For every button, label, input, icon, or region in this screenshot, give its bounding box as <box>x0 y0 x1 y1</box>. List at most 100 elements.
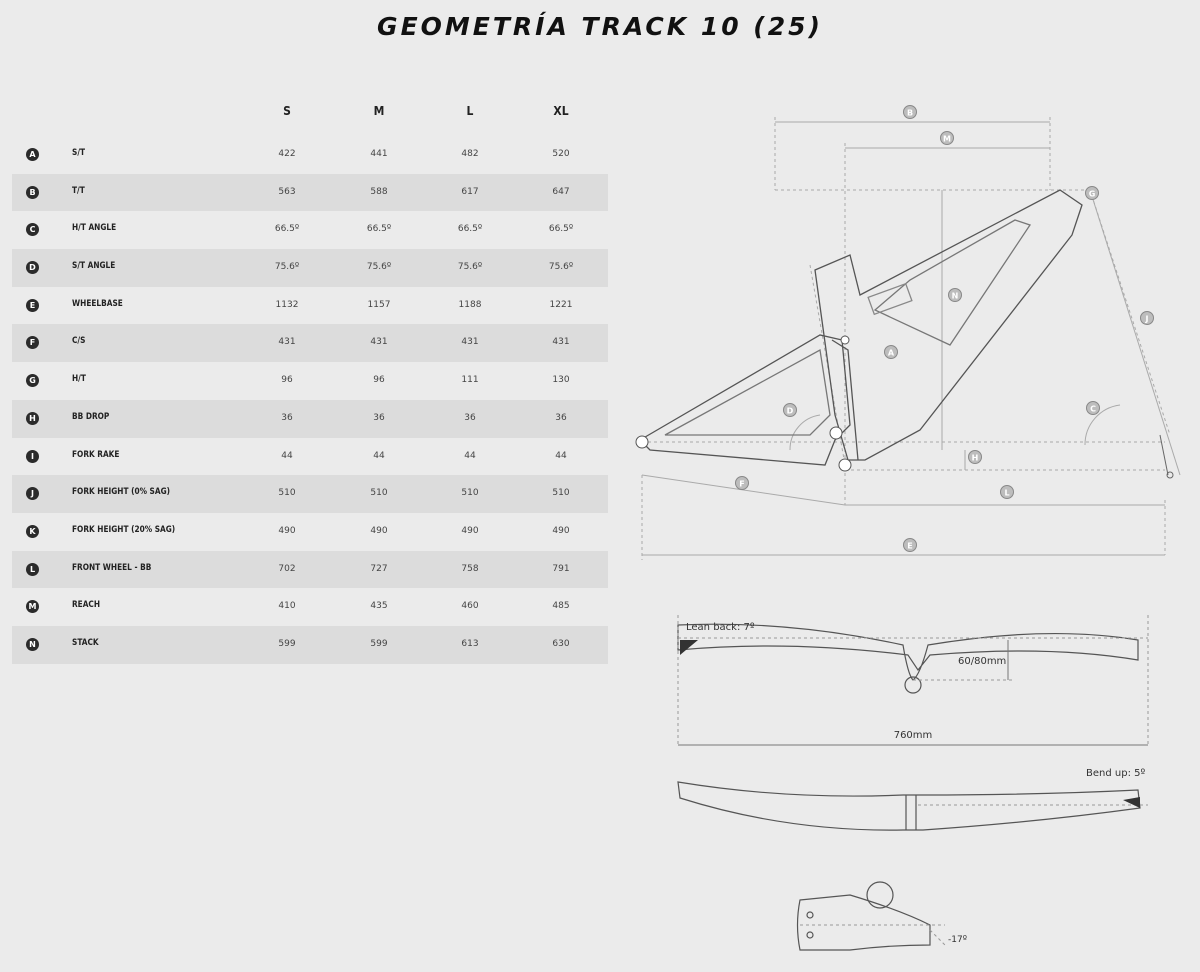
dimension-badge: M <box>26 600 39 614</box>
dimension-marker <box>1086 401 1100 415</box>
width-label: 760mm <box>894 730 933 741</box>
handlebar-top-diagram: Lean back: 7º 60/80mm 760mm <box>677 615 1149 746</box>
dimension-marker <box>1140 311 1154 325</box>
dimension-badge: G <box>26 374 39 388</box>
dimension-value: 130 <box>552 375 570 386</box>
dimension-marker <box>940 131 954 145</box>
dimension-label: FORK RAKE <box>72 449 120 460</box>
dimension-badge: B <box>26 185 39 199</box>
dimension-marker <box>735 476 749 490</box>
dimension-value: 510 <box>278 488 296 499</box>
dimension-label: T/T <box>72 185 85 196</box>
dimension-marker <box>968 450 982 464</box>
dimension-value: 96 <box>281 375 293 386</box>
dimension-label: S/T <box>72 148 86 158</box>
stem-angle-label: -17º <box>948 935 967 945</box>
dimension-marker <box>903 538 917 552</box>
dimension-value: 111 <box>461 375 479 386</box>
dimension-value: 75.6º <box>274 262 300 273</box>
dimension-marker-label: B <box>907 109 913 118</box>
dimension-badge: N <box>26 637 39 651</box>
dimension-marker-label: E <box>907 542 912 551</box>
stem-diagram: -17º <box>796 881 967 951</box>
dimension-value: 791 <box>552 563 570 574</box>
dimension-badge: D <box>26 261 39 275</box>
dimension-value: 702 <box>278 563 296 574</box>
dimension-badge: J <box>26 487 39 501</box>
dimension-marker-label: H <box>972 454 979 463</box>
dimension-marker <box>1085 186 1099 200</box>
dimension-badge: H <box>26 411 39 425</box>
dimension-value: 96 <box>373 375 385 386</box>
dimension-value: 758 <box>461 563 479 574</box>
dimension-value: 435 <box>370 601 388 612</box>
dimension-value: 1221 <box>549 299 573 310</box>
dimension-value: 44 <box>464 450 476 461</box>
dimension-marker-label: F <box>739 480 744 489</box>
page-title: GEOMETRÍA TRACK 10 (25) <box>377 12 823 41</box>
handlebar-front-diagram: Bend up: 5º <box>677 768 1148 831</box>
dimension-label: STACK <box>72 637 99 648</box>
dimension-value: 66.5º <box>457 224 483 235</box>
dimension-value: 490 <box>552 525 570 536</box>
dimension-value: 75.6º <box>457 262 483 273</box>
dimension-value: 75.6º <box>366 262 392 273</box>
dimension-badge: A <box>26 148 39 161</box>
dimension-marker-label: A <box>888 349 895 358</box>
size-header: S <box>283 104 291 118</box>
dimension-value: 410 <box>278 601 296 612</box>
size-header: XL <box>553 104 569 118</box>
dimension-label: FORK HEIGHT (20% SAG) <box>72 524 176 535</box>
dimension-label: BB DROP <box>72 411 110 422</box>
dimension-value: 588 <box>370 186 388 197</box>
dimension-value: 1188 <box>458 299 482 310</box>
size-header: M <box>373 104 385 118</box>
dimension-value: 44 <box>281 450 293 461</box>
dimension-value: 490 <box>370 525 388 536</box>
dimension-marker <box>948 288 962 302</box>
dimension-label: FRONT WHEEL - BB <box>72 562 152 573</box>
dimension-value: 563 <box>278 186 296 197</box>
dimension-badge: F <box>26 336 39 350</box>
dimension-label: REACH <box>72 600 101 611</box>
dimension-label: H/T ANGLE <box>72 223 117 234</box>
dimension-value: 599 <box>278 638 296 649</box>
bend-up-label: Bend up: 5º <box>1086 768 1145 779</box>
dimension-label: S/T ANGLE <box>72 261 116 272</box>
dimension-value: 431 <box>552 337 570 348</box>
dimension-marker <box>783 403 797 417</box>
dimension-label: C/S <box>72 336 86 347</box>
size-header: L <box>466 104 474 118</box>
dimension-marker <box>903 105 917 119</box>
dimension-value: 441 <box>370 149 388 159</box>
dimension-value: 490 <box>278 525 296 536</box>
dimension-value: 617 <box>461 186 479 197</box>
dimension-marker-label: M <box>943 135 951 144</box>
table-header: S M L XL <box>12 92 608 136</box>
dimension-marker-label: N <box>952 292 959 301</box>
dimension-value: 36 <box>464 412 476 423</box>
dimension-marker <box>1000 485 1014 499</box>
dimension-value: 75.6º <box>548 262 574 273</box>
dimension-value: 36 <box>373 412 385 423</box>
dimension-value: 599 <box>370 638 388 649</box>
dimension-marker-label: L <box>1004 489 1009 498</box>
dimension-marker-label: G <box>1089 190 1096 199</box>
dimension-marker-label: D <box>787 407 794 416</box>
dimension-value: 44 <box>373 450 385 461</box>
dimension-value: 36 <box>281 412 293 423</box>
dimension-value: 66.5º <box>274 224 300 235</box>
